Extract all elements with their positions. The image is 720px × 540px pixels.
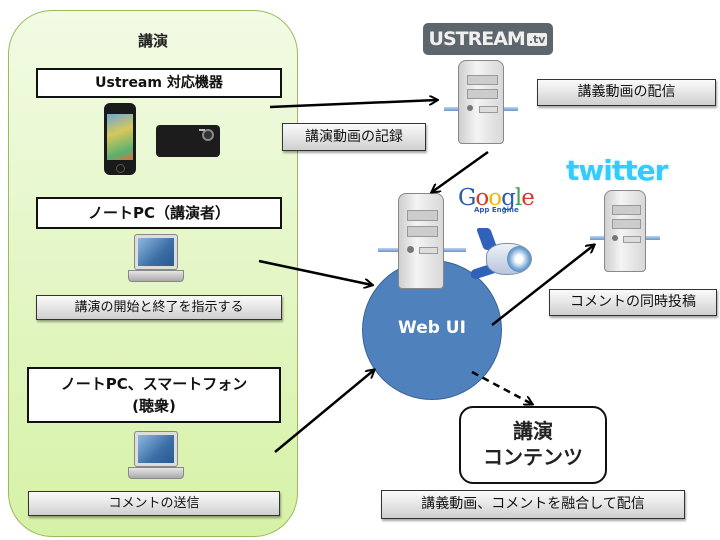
arrow-audience-to-webui bbox=[274, 370, 374, 453]
lecture-content-box: 講演 コンテンツ bbox=[459, 406, 607, 484]
speaker-pc-header: ノートPC（講演者） bbox=[36, 197, 282, 229]
ustream-action-label: 講義動画の配信 bbox=[537, 79, 716, 106]
record-label: 講演動画の記録 bbox=[282, 123, 426, 151]
smartphone-icon bbox=[104, 103, 136, 175]
audience-header-line2: (聴衆) bbox=[132, 397, 176, 415]
arrow-webui-to-twitter bbox=[491, 245, 594, 326]
app-engine-icon bbox=[469, 228, 540, 281]
arrow-ustream-to-webui bbox=[432, 150, 489, 192]
server-icon bbox=[444, 60, 518, 144]
camera-icon bbox=[156, 125, 220, 157]
web-ui-label: Web UI bbox=[398, 318, 466, 338]
arrow-devices-to-ustream bbox=[269, 100, 437, 109]
content-description-label: 講義動画、コメントを融合して配信 bbox=[381, 490, 685, 519]
google-app-engine-text: App Engine bbox=[474, 206, 519, 214]
google-logo: Google bbox=[458, 185, 535, 211]
ustream-logo-tv: .tv bbox=[526, 33, 548, 46]
audience-header: ノートPC、スマートフォン (聴衆) bbox=[27, 367, 281, 423]
server-icon bbox=[590, 190, 660, 272]
arrow-webui-to-content bbox=[471, 370, 532, 404]
laptop-icon bbox=[128, 234, 184, 284]
twitter-logo: twitter bbox=[566, 154, 668, 187]
ustream-logo-text: USTREAM bbox=[428, 28, 526, 50]
audience-action-label: コメントの送信 bbox=[28, 491, 280, 516]
content-title-line2: コンテンツ bbox=[483, 445, 583, 469]
laptop-icon bbox=[128, 431, 184, 481]
ustream-devices-header: Ustream 対応機器 bbox=[36, 68, 282, 98]
speaker-action-label: 講演の開始と終了を指示する bbox=[36, 295, 282, 320]
audience-header-line1: ノートPC、スマートフォン bbox=[60, 375, 248, 393]
ustream-logo: USTREAM.tv bbox=[423, 23, 553, 55]
content-title-line1: 講演 bbox=[513, 419, 553, 443]
lecture-panel-title: 講演 bbox=[137, 32, 168, 50]
server-icon bbox=[378, 193, 466, 289]
arrow-speaker-to-webui bbox=[258, 259, 372, 285]
twitter-action-label: コメントの同時投稿 bbox=[549, 289, 717, 316]
